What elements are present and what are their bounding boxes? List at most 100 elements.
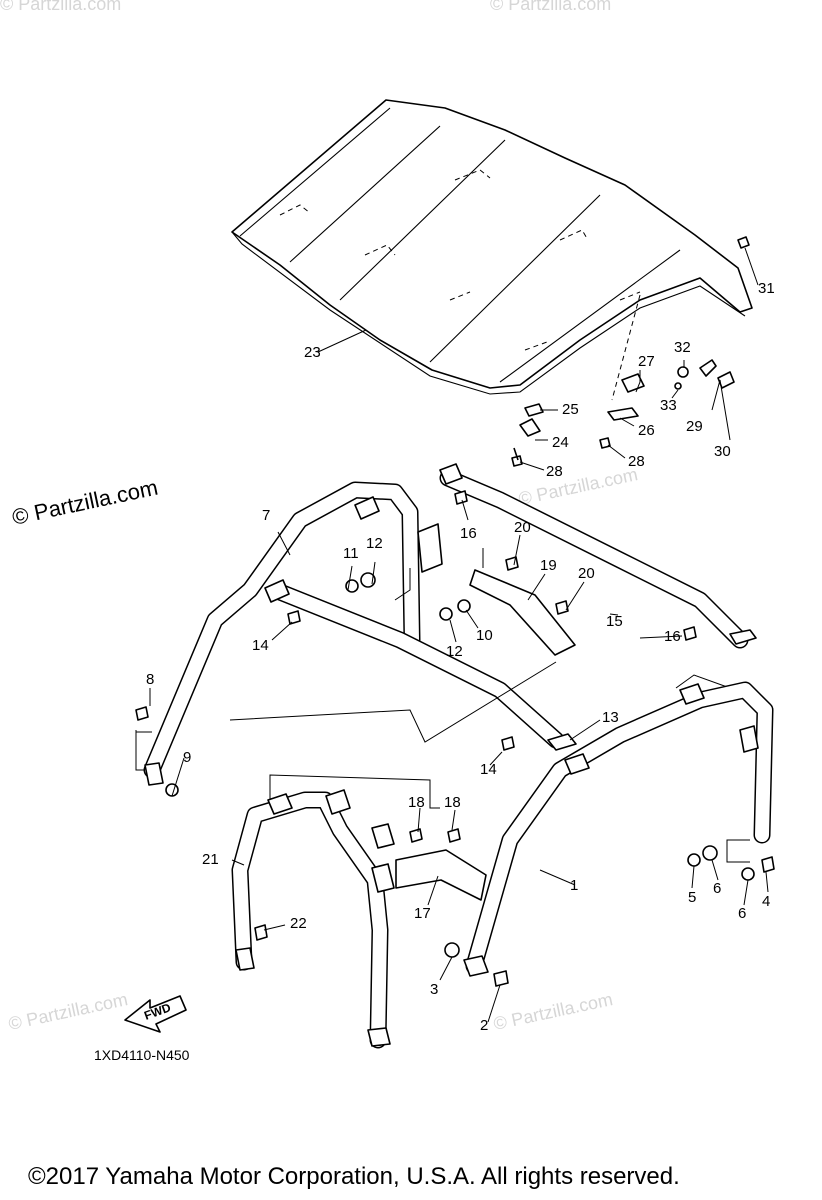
callout-27: 27: [638, 353, 655, 370]
front-frame-foot-icon: [463, 955, 489, 977]
callout-5: 5: [688, 889, 696, 906]
bolt-8-icon: [135, 706, 149, 721]
nut-32-icon: [677, 366, 689, 378]
bolt-31-icon: [737, 236, 750, 249]
callout-4: 4: [762, 893, 770, 910]
callout-8: 8: [146, 671, 154, 688]
nut-11-icon: [345, 579, 359, 593]
roof-hardware: [511, 236, 750, 467]
mount-plate-icon: [417, 523, 443, 573]
bolt-16a-icon: [454, 490, 468, 505]
callout-24: 24: [552, 434, 569, 451]
bracket-29-30-icon: [699, 359, 735, 389]
spacer-12b-icon: [439, 607, 453, 621]
bolt-2-icon: [493, 970, 509, 987]
nut-10-icon: [457, 599, 471, 613]
upper-frame: [143, 463, 757, 786]
callout-17: 17: [414, 905, 431, 922]
callout-14a: 14: [252, 637, 269, 654]
spacer-6a-icon: [702, 845, 718, 861]
bracket-26-icon: [607, 407, 639, 421]
watermark-main: © Partzilla.com: [10, 475, 160, 530]
watermark-faint-bottom-left: © Partzilla.com: [7, 989, 130, 1034]
front-hardware: [444, 845, 775, 987]
frame-feet-icon: [547, 629, 757, 751]
callout-6a: 6: [713, 880, 721, 897]
washer-33-icon: [674, 382, 682, 390]
watermark-faint-top-right: © Partzilla.com: [490, 0, 611, 14]
bolt-20b-icon: [555, 600, 569, 615]
callout-22: 22: [290, 915, 307, 932]
bolt-20a-icon: [505, 556, 519, 571]
callout-28b: 28: [628, 453, 645, 470]
callout-labels: 1 2 3 4 5 6 6 7 8 9 10 11 12 12 13 14 14…: [146, 280, 775, 1034]
assembly-lines: [135, 548, 750, 863]
callout-15: 15: [606, 613, 623, 630]
inner-frame: [231, 789, 487, 1049]
bolt-18b-icon: [447, 828, 461, 843]
bolt-14a-icon: [287, 610, 301, 625]
callout-9: 9: [183, 749, 191, 766]
callout-23: 23: [304, 344, 321, 361]
callout-13: 13: [602, 709, 619, 726]
callout-29: 29: [686, 418, 703, 435]
callout-6b: 6: [738, 905, 746, 922]
callout-31: 31: [758, 280, 775, 297]
front-frame-brackets-icon: [564, 683, 759, 775]
front-frame: [463, 681, 774, 977]
inner-frame-feet-icon: [235, 947, 391, 1047]
bracket-25-icon: [524, 403, 544, 417]
crossmember-19-icon: [469, 569, 576, 656]
bolt-4-icon: [761, 856, 775, 873]
callout-25: 25: [562, 401, 579, 418]
bolt-18a-icon: [409, 828, 423, 843]
diagram-code: 1XD4110-N450: [94, 1047, 190, 1063]
bolt-22-icon: [254, 924, 268, 941]
callout-20b: 20: [578, 565, 595, 582]
roof-panel: [231, 99, 753, 401]
washer-3-icon: [444, 942, 460, 958]
callout-leaders: [149, 247, 769, 1023]
watermark-faint-top-left: © Partzilla.com: [0, 0, 121, 14]
callout-18b: 18: [444, 794, 461, 811]
callout-18a: 18: [408, 794, 425, 811]
callout-33: 33: [660, 397, 677, 414]
bolt-16b-icon: [683, 626, 697, 641]
upper-hardware: [135, 490, 697, 797]
callout-16a: 16: [460, 525, 477, 542]
callout-3: 3: [430, 981, 438, 998]
inner-frame-brackets-icon: [267, 789, 395, 893]
screw-28a-icon: [511, 447, 523, 467]
watermark-faint-mid: © Partzilla.com: [517, 464, 640, 509]
spacer-12a-icon: [360, 572, 376, 588]
callout-21: 21: [202, 851, 219, 868]
bracket-24-icon: [519, 418, 541, 437]
copyright-footer: ©2017 Yamaha Motor Corporation, U.S.A. A…: [28, 1163, 680, 1190]
clamp-27-icon: [621, 373, 645, 393]
screw-28b-icon: [599, 437, 611, 449]
callout-12a: 12: [366, 535, 383, 552]
callout-16b: 16: [664, 628, 681, 645]
callout-26: 26: [638, 422, 655, 439]
bolt-14b-icon: [501, 736, 515, 751]
callout-1: 1: [570, 877, 578, 894]
callout-7: 7: [262, 507, 270, 524]
fwd-arrow-icon: FWD: [124, 995, 187, 1033]
callout-30: 30: [714, 443, 731, 460]
watermark-faint-bottom-right: © Partzilla.com: [492, 989, 615, 1034]
callout-2: 2: [480, 1017, 488, 1034]
callout-28a: 28: [546, 463, 563, 480]
nut-9-icon: [165, 783, 179, 797]
crossmember-17-icon: [395, 849, 487, 901]
callout-10: 10: [476, 627, 493, 644]
frame-brackets-icon: [264, 463, 463, 603]
nut-5-icon: [687, 853, 701, 867]
frame-foot-rear-icon: [144, 762, 164, 786]
spacer-6b-icon: [741, 867, 755, 881]
callout-12b: 12: [446, 643, 463, 660]
callout-11: 11: [343, 545, 359, 562]
callout-14b: 14: [480, 761, 497, 778]
callout-19: 19: [540, 557, 557, 574]
callout-20a: 20: [514, 519, 531, 536]
